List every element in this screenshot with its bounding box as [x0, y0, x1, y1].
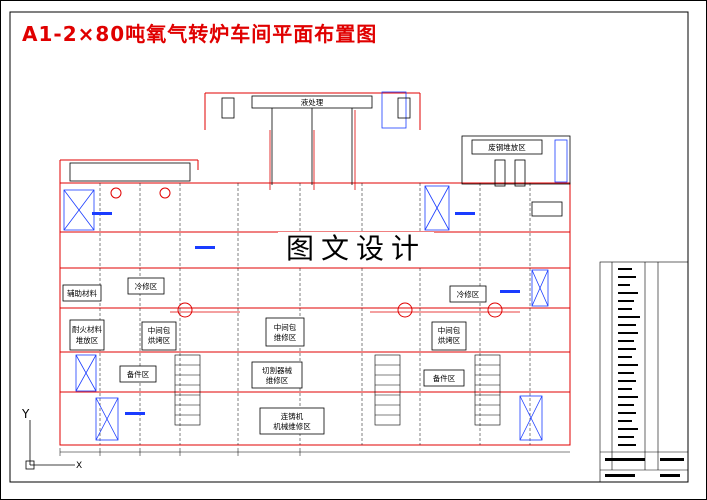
title-block — [599, 261, 689, 483]
inner-border — [9, 11, 689, 483]
label-scrap-steel: 废钢堆放区 — [488, 142, 526, 152]
label-tundish-repair: 中间包 — [274, 322, 297, 332]
drawing-title: A1-2×80吨氧气转炉车间平面布置图 — [22, 22, 378, 46]
label-tundish-repair-2: 维修区 — [274, 332, 297, 342]
watermark: 图文设计 — [278, 232, 434, 266]
label-tundish-bake-right-2: 烘烤区 — [438, 335, 461, 345]
label-cold-repair-left: 冷修区 — [135, 281, 158, 291]
label-tundish-bake-right: 中间包 — [438, 325, 461, 335]
top-equipment — [69, 91, 571, 187]
label-aux-material: 辅助材料 — [67, 288, 97, 298]
axis-y-label: Y — [21, 407, 30, 421]
label-spare-left: 备件区 — [127, 369, 150, 379]
label-cold-repair-right: 冷修区 — [457, 289, 480, 299]
label-tundish-bake-left-2: 烘烤区 — [148, 335, 171, 345]
label-mechanical: 连铸机 — [281, 411, 304, 421]
bay-boxes — [63, 185, 549, 441]
title-block-rows — [605, 268, 684, 477]
label-spare-right: 备件区 — [433, 373, 456, 383]
column-grid — [99, 183, 531, 445]
room-boxes — [62, 201, 563, 435]
label-mechanical-2: 机械维修区 — [273, 421, 311, 431]
dimension-strip — [59, 448, 570, 456]
converter-marks — [110, 187, 503, 318]
axis-marker — [25, 420, 75, 470]
caster-stacks — [174, 354, 501, 426]
label-tundish-bake-left: 中间包 — [148, 325, 171, 335]
label-waste-treatment: 液处理 — [301, 97, 324, 107]
label-refractory-2: 堆放区 — [76, 335, 99, 345]
label-cutter-repair-2: 维修区 — [266, 375, 289, 385]
room-labels: 液处理 废钢堆放区 辅助材料 耐火材料 堆放区 冷修区 冷修区 中间包 烘烤区 … — [67, 97, 526, 431]
process-lines — [170, 110, 520, 313]
label-refractory: 耐火材料 — [72, 324, 102, 334]
axis-x-label: X — [76, 461, 82, 471]
label-cutter-repair: 切割器械 — [262, 365, 292, 375]
